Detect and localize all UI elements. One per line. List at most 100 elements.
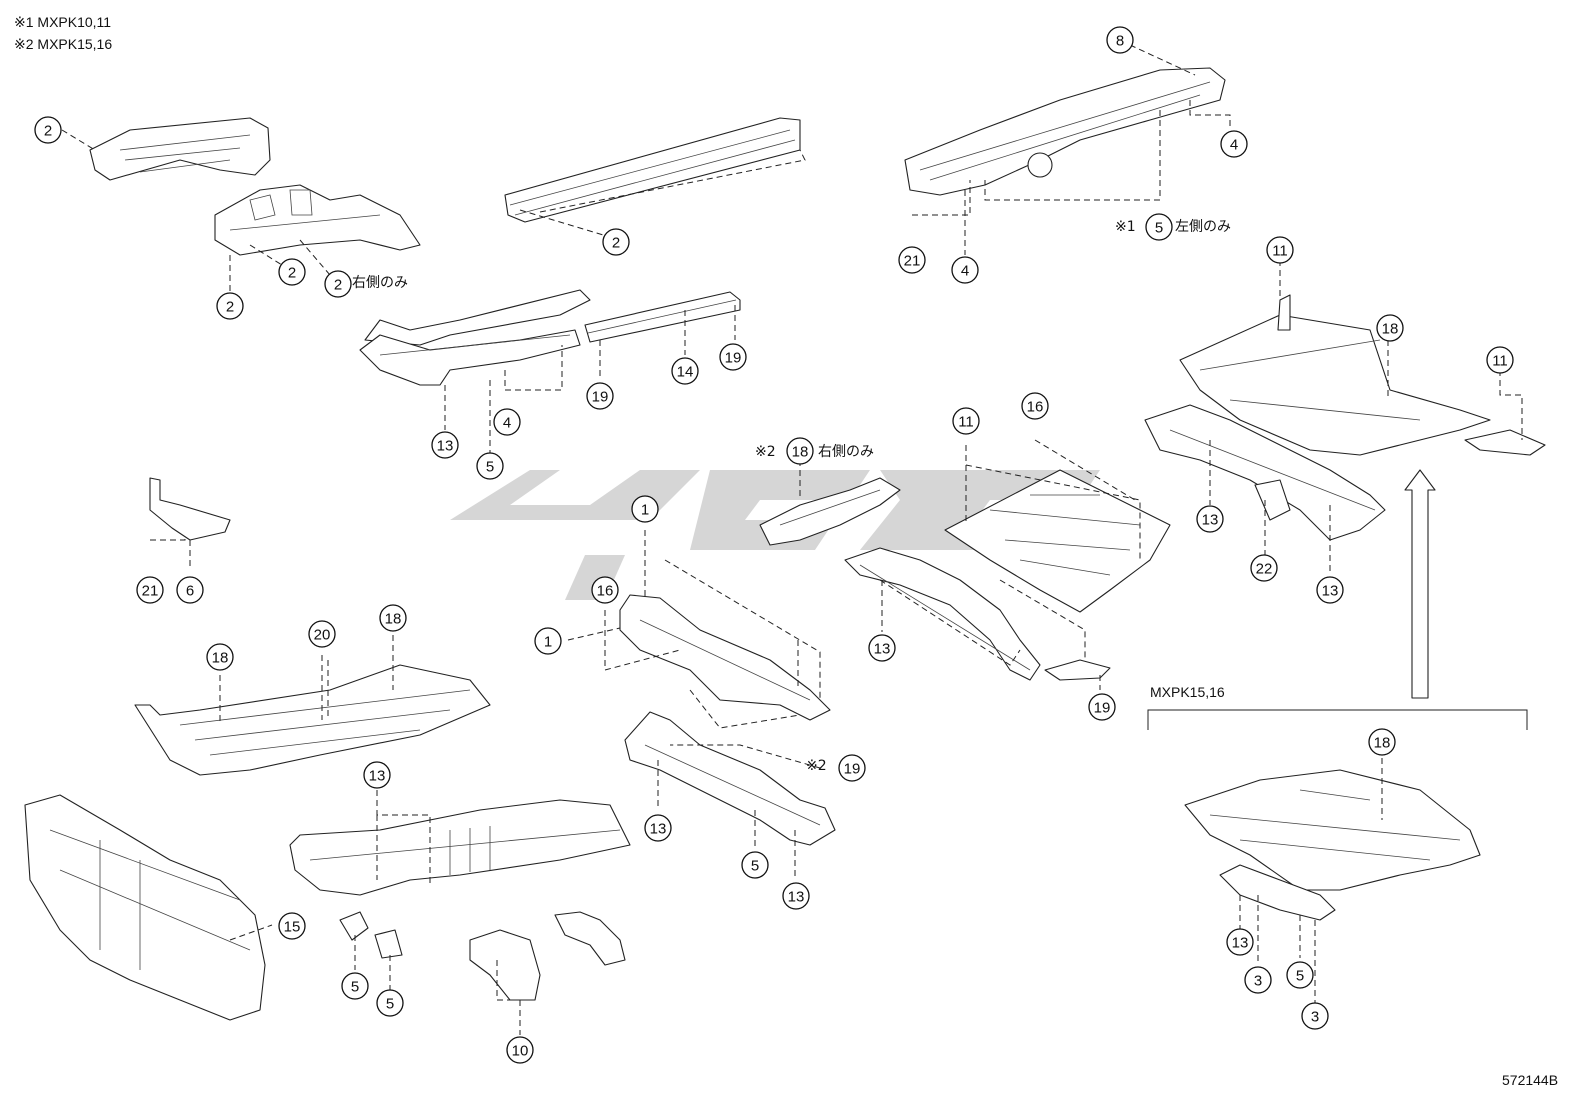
- qualifier-mark-1: ※1: [1115, 219, 1136, 235]
- callout-11: 11: [1486, 346, 1514, 374]
- callout-circle: [506, 1036, 534, 1064]
- callout-circle: [1196, 505, 1224, 533]
- callout-circle: [206, 643, 234, 671]
- part-floor-tunnel: [289, 799, 631, 896]
- callout-20: 20: [308, 620, 336, 648]
- callout-number: 19: [844, 761, 861, 778]
- callout-13: 13: [644, 814, 672, 842]
- callout-21: 21: [898, 246, 926, 274]
- callout-number: 10: [512, 1043, 529, 1060]
- callout-circle: [1244, 966, 1272, 994]
- callout-13: 13: [1226, 928, 1254, 956]
- callout-10: 10: [506, 1036, 534, 1064]
- callout-number: 13: [650, 821, 667, 838]
- callout-circle: [1266, 236, 1294, 264]
- callout-15: 15: [278, 912, 306, 940]
- callout-number: 21: [142, 583, 159, 600]
- callout-number: 13: [788, 889, 805, 906]
- callout-circle: [493, 408, 521, 436]
- callout-circle: [1021, 392, 1049, 420]
- callout-13: 13: [431, 431, 459, 459]
- callout-number: 11: [958, 414, 974, 431]
- callout-number: 13: [1202, 512, 1219, 529]
- callout-circle: [868, 634, 896, 662]
- part-suspension-bracket: [469, 911, 626, 1001]
- callout-5: 5: [1286, 961, 1314, 989]
- callout-circle: [363, 761, 391, 789]
- callout-circle: [1368, 728, 1396, 756]
- callout-circle: [1316, 576, 1344, 604]
- callout-circle: [644, 814, 672, 842]
- arrow-up-icon: [1404, 469, 1436, 699]
- callout-number: 1: [544, 634, 552, 651]
- callout-circle: [719, 343, 747, 371]
- callout-number: 19: [592, 389, 609, 406]
- callout-circle: [741, 851, 769, 879]
- callout-number: 2: [226, 299, 234, 316]
- callout-number: 22: [1256, 561, 1273, 578]
- callout-number: 5: [751, 858, 759, 875]
- part-floor-side-member: [844, 547, 1041, 681]
- callout-number: 20: [314, 627, 331, 644]
- callout-circle: [951, 256, 979, 284]
- callout-number: 19: [725, 350, 742, 367]
- callout-5: 5: [1145, 213, 1173, 241]
- callout-number: 2: [288, 265, 296, 282]
- qualifier-mark-2b: ※2: [806, 758, 827, 774]
- callout-circle: [476, 452, 504, 480]
- qualifier-left-only: 左側のみ: [1175, 219, 1231, 235]
- callout-circle: [1106, 26, 1134, 54]
- callout-13: 13: [1196, 505, 1224, 533]
- callout-number: 18: [212, 650, 229, 667]
- callout-4: 4: [493, 408, 521, 436]
- callout-circle: [278, 912, 306, 940]
- callout-19: 19: [1088, 693, 1116, 721]
- callout-circle: [431, 431, 459, 459]
- callout-circle: [631, 495, 659, 523]
- callout-circle: [341, 972, 369, 1000]
- callout-number: 4: [1230, 137, 1238, 154]
- callout-circle: [136, 576, 164, 604]
- callout-number: 2: [44, 123, 52, 140]
- callout-number: 1: [641, 502, 649, 519]
- callout-13: 13: [782, 882, 810, 910]
- callout-5: 5: [376, 989, 404, 1017]
- callout-circle: [376, 989, 404, 1017]
- callout-5: 5: [476, 452, 504, 480]
- callout-5: 5: [741, 851, 769, 879]
- callout-number: 18: [385, 611, 402, 628]
- callout-number: 13: [1232, 935, 1249, 952]
- callout-number: 21: [904, 253, 921, 270]
- callout-21: 21: [136, 576, 164, 604]
- callout-circle: [602, 228, 630, 256]
- callout-13: 13: [868, 634, 896, 662]
- callout-number: 5: [1155, 220, 1163, 237]
- callout-number: 4: [503, 415, 511, 432]
- callout-circle: [838, 754, 866, 782]
- callout-3: 3: [1244, 966, 1272, 994]
- callout-18: 18: [1376, 314, 1404, 342]
- part-small-brackets: [339, 911, 403, 959]
- model-note-2: ※2 MXPK15,16: [14, 36, 113, 52]
- callout-18: 18: [786, 437, 814, 465]
- callout-number: 5: [1296, 968, 1304, 985]
- part-side-sill: [584, 291, 741, 343]
- callout-circle: [379, 604, 407, 632]
- qualifier-right-only-2: 右側のみ: [818, 444, 874, 460]
- callout-number: 16: [1027, 399, 1044, 416]
- part-side-member-rear: [904, 67, 1226, 196]
- callout-number: 4: [961, 263, 969, 280]
- callout-circle: [1145, 213, 1173, 241]
- callout-4: 4: [1220, 130, 1248, 158]
- callout-circle: [671, 357, 699, 385]
- callout-circle: [591, 576, 619, 604]
- callout-circle: [782, 882, 810, 910]
- callout-18: 18: [206, 643, 234, 671]
- part-cowl-side: [359, 289, 591, 386]
- model-note-1: ※1 MXPK10,11: [14, 14, 112, 30]
- part-front-floor-pan: [134, 664, 491, 776]
- callout-circle: [1486, 346, 1514, 374]
- callout-number: 5: [351, 979, 359, 996]
- callout-number: 5: [486, 459, 494, 476]
- callout-circle: [1250, 554, 1278, 582]
